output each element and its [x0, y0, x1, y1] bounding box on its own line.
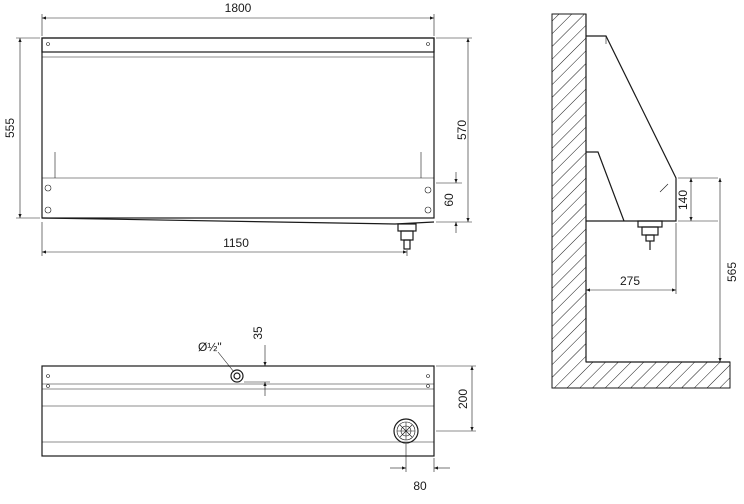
dimension-drain-position: 1150	[41, 222, 408, 256]
front-drain-fitting	[397, 223, 417, 250]
dimension-drain-offset: 60	[436, 172, 462, 233]
front-top-rail	[41, 37, 435, 53]
dimension-label-front-height: 555	[3, 118, 17, 138]
inlet-fitting	[230, 369, 244, 383]
dimension-top-depth: 200	[436, 365, 476, 432]
dimension-label-drain-setback: 80	[413, 479, 427, 493]
dimension-floor-height: 565	[718, 178, 739, 362]
dimension-label-back-height: 570	[455, 120, 469, 140]
dimension-overall-length: 1800	[41, 1, 435, 36]
top-view-outline	[41, 365, 435, 457]
dimension-front-height: 555	[3, 37, 40, 219]
dimension-inlet-diameter: Ø½"	[198, 340, 235, 373]
dimension-back-height: 570	[436, 37, 472, 223]
wall-section	[551, 13, 731, 389]
dimension-label-overall-length: 1800	[225, 1, 252, 15]
dimension-label-inlet-diameter: Ø½"	[198, 340, 222, 354]
drain-grate	[393, 418, 419, 444]
side-drain-fitting	[637, 220, 663, 250]
front-body	[41, 37, 435, 219]
dimension-label-side-depth: 275	[620, 274, 640, 288]
dimension-label-drain-position: 1150	[223, 236, 249, 250]
front-sloped-bottom	[41, 217, 435, 225]
dimension-label-floor-height: 565	[725, 262, 739, 282]
side-view	[551, 13, 731, 389]
dimension-side-depth: 275	[586, 223, 677, 294]
dimension-inlet-offset: 35	[244, 326, 270, 396]
dimension-drain-setback: 80	[390, 444, 450, 493]
dimension-label-drain-offset: 60	[442, 193, 456, 207]
dimension-side-height: 140	[676, 177, 718, 222]
urinal-profile	[586, 35, 677, 222]
dimension-label-side-height: 140	[676, 190, 690, 210]
dimension-label-top-depth: 200	[456, 389, 470, 409]
dimension-label-inlet-offset: 35	[251, 326, 265, 340]
front-view	[41, 37, 435, 250]
top-view	[41, 365, 435, 457]
